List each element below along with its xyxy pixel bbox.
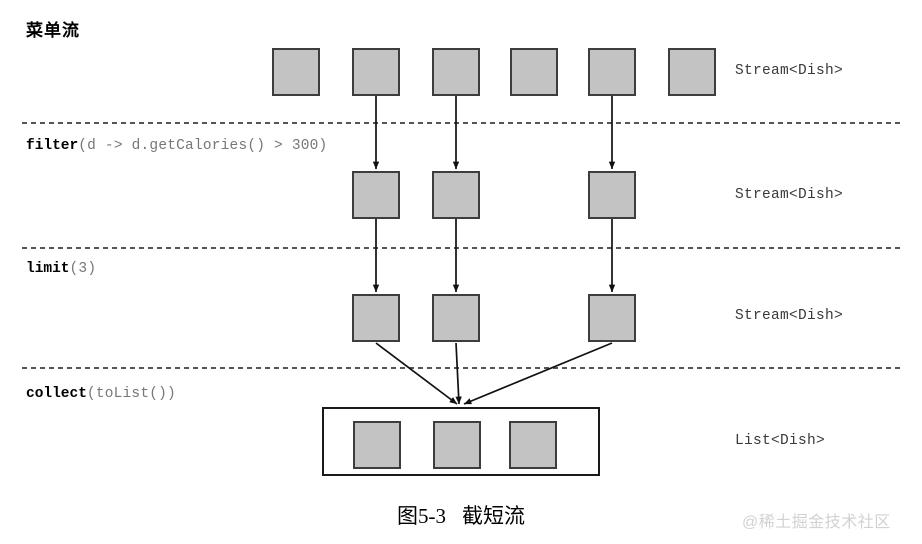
- dish-box: [353, 421, 401, 469]
- dish-box: [588, 294, 636, 342]
- operation-name-collect: collect: [26, 386, 87, 402]
- operation-label-collect: collect(toList()): [26, 386, 176, 402]
- figure-number: 图5-3: [397, 504, 446, 528]
- dish-box: [352, 48, 400, 96]
- type-label-result-list: List<Dish>: [735, 433, 826, 449]
- dish-box: [432, 48, 480, 96]
- operation-name-filter: filter: [26, 138, 79, 154]
- operation-label-limit: limit(3): [26, 261, 96, 277]
- operation-name-limit: limit: [26, 261, 70, 277]
- dish-box: [588, 48, 636, 96]
- dish-box: [668, 48, 716, 96]
- dish-box: [433, 421, 481, 469]
- dish-box: [432, 171, 480, 219]
- dish-box: [588, 171, 636, 219]
- operation-args-limit: (3): [69, 261, 97, 277]
- dish-box: [509, 421, 557, 469]
- figure-caption-text: 截短流: [462, 504, 525, 528]
- watermark: @稀土掘金技术社区: [742, 514, 891, 531]
- dish-box: [432, 294, 480, 342]
- dish-box: [272, 48, 320, 96]
- dish-box: [510, 48, 558, 96]
- result-list-container: [322, 407, 600, 476]
- type-label-filtered-stream: Stream<Dish>: [735, 187, 844, 203]
- dish-box: [352, 171, 400, 219]
- flow-arrow-collect-1: [375, 342, 458, 405]
- diagram-title: 菜单流: [26, 21, 80, 40]
- operation-args-filter: (d -> d.getCalories() > 300): [78, 138, 328, 154]
- flow-arrow-collect-2: [455, 342, 462, 405]
- flow-arrow-collect-3: [463, 342, 613, 405]
- operation-args-collect: (toList()): [86, 386, 176, 402]
- type-label-source-stream: Stream<Dish>: [735, 63, 844, 79]
- operation-label-filter: filter(d -> d.getCalories() > 300): [26, 138, 327, 154]
- dish-box: [352, 294, 400, 342]
- type-label-limited-stream: Stream<Dish>: [735, 308, 844, 324]
- figure-caption: 图5-3 截短流: [0, 500, 922, 530]
